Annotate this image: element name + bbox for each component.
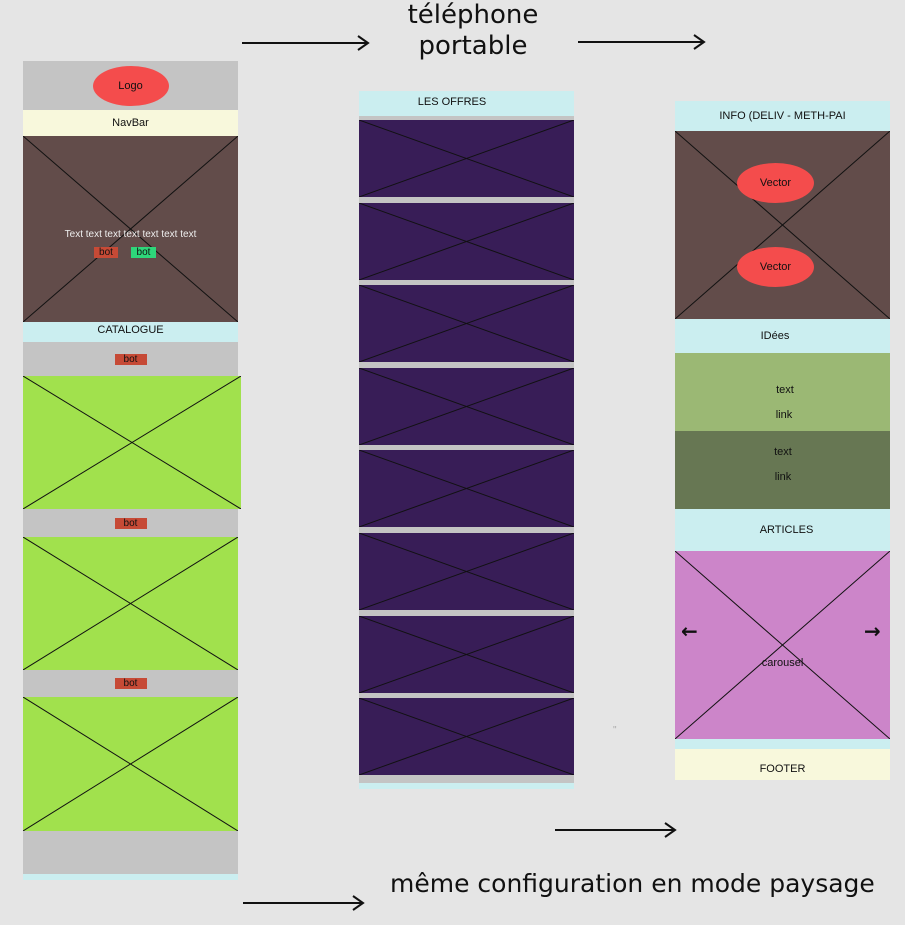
section-button-3[interactable]: bot (114, 678, 147, 689)
vector-pill-2[interactable]: Vector (737, 247, 814, 287)
idees-heading: IDées (675, 319, 890, 353)
carousel-next-arrow-icon[interactable]: → (864, 619, 881, 643)
product-image-placeholder-3 (23, 697, 238, 831)
column-info-wireframe: INFO (DELIV - METH-PAI Vector Vector IDé… (675, 101, 890, 780)
placeholder-cross-icon (359, 120, 574, 197)
landscape-note: même configuration en mode paysage (390, 869, 875, 898)
arrow-right-icon (578, 34, 706, 50)
placeholder-cross-icon (23, 537, 238, 670)
offer-card-placeholder[interactable] (359, 203, 574, 280)
title-line2: portable (418, 31, 528, 61)
carousel[interactable]: carousel ← → (675, 551, 890, 739)
carousel-bottom-strip (675, 739, 890, 749)
column-home-wireframe: Logo NavBar Text text text text text tex… (23, 61, 241, 880)
vector-label-2: Vector (759, 261, 792, 273)
hero-button-1[interactable]: bot (94, 247, 118, 258)
hero-button-2[interactable]: bot (131, 247, 156, 258)
offers-label: LES OFFRES (417, 96, 487, 108)
title-line1: téléphone (407, 0, 539, 30)
placeholder-cross-icon (359, 285, 574, 362)
offer-card-placeholder[interactable] (359, 368, 574, 445)
section-bar-1: bot (23, 342, 238, 376)
idees-label: IDées (760, 330, 790, 342)
placeholder-cross-icon (359, 698, 574, 775)
offer-card-placeholder[interactable] (359, 450, 574, 527)
arrow-right-icon (243, 895, 365, 911)
stray-quote-mark: " (613, 725, 617, 736)
articles-label: ARTICLES (759, 524, 814, 536)
section-button-1[interactable]: bot (114, 353, 147, 365)
placeholder-cross-icon (23, 376, 241, 509)
navbar-label: NavBar (112, 117, 149, 129)
logo-label: Logo (118, 79, 143, 92)
arrow-right-icon (242, 35, 370, 51)
offer-card-placeholder[interactable] (359, 285, 574, 362)
title-telephone-portable: téléphone portable (380, 0, 566, 62)
vector-label-1: Vector (759, 177, 792, 189)
offer-card-placeholder[interactable] (359, 120, 574, 197)
catalogue-heading: CATALOGUE (23, 322, 238, 342)
idea-text-1: text (776, 384, 794, 396)
placeholder-cross-icon (359, 616, 574, 693)
offer-card-placeholder[interactable] (359, 698, 574, 775)
placeholder-cross-icon (359, 533, 574, 610)
placeholder-cross-icon (23, 697, 238, 831)
catalogue-label: CATALOGUE (97, 324, 164, 336)
bottom-gray-band (23, 831, 238, 874)
idea-link-1[interactable]: link (775, 409, 793, 421)
navbar[interactable]: NavBar (23, 110, 238, 136)
placeholder-cross-icon (23, 136, 238, 322)
info-image-placeholder: Vector Vector (675, 131, 890, 319)
hero-text: Text text text text text text text (64, 229, 197, 240)
placeholder-cross-icon (359, 368, 574, 445)
vector-pill-1[interactable]: Vector (737, 163, 814, 203)
carousel-prev-arrow-icon[interactable]: ← (681, 619, 698, 643)
footer-block: FOOTER (675, 749, 890, 780)
placeholder-cross-icon (675, 131, 890, 319)
logo-pill[interactable]: Logo (92, 65, 169, 106)
offer-card-placeholder[interactable] (359, 533, 574, 610)
info-label: INFO (DELIV - METH-PAI (719, 110, 846, 122)
offers-heading: LES OFFRES (359, 91, 574, 116)
column-offers-wireframe: LES OFFRES (359, 91, 574, 789)
bottom-cyan-strip (23, 874, 238, 880)
placeholder-cross-icon (675, 551, 890, 739)
section-button-2[interactable]: bot (114, 517, 147, 529)
idea-link-2[interactable]: link (774, 471, 792, 483)
section-bar-2: bot (23, 509, 238, 537)
product-image-placeholder-1 (23, 376, 241, 509)
offer-card-placeholder[interactable] (359, 616, 574, 693)
hero-image-placeholder: Text text text text text text text bot b… (23, 136, 238, 322)
carousel-label: carousel (761, 657, 804, 669)
articles-heading: ARTICLES (675, 509, 890, 551)
arrow-right-icon (555, 822, 677, 838)
placeholder-cross-icon (359, 450, 574, 527)
footer-label: FOOTER (759, 762, 806, 775)
offers-bottom-strip (359, 783, 574, 789)
section-bar-3: bot (23, 670, 238, 697)
logo-band: Logo (23, 61, 238, 110)
placeholder-cross-icon (359, 203, 574, 280)
idea-block-2: text link (675, 431, 890, 509)
product-image-placeholder-2 (23, 537, 238, 670)
idea-text-2: text (774, 446, 792, 458)
idea-block-1: text link (675, 353, 890, 431)
info-heading: INFO (DELIV - METH-PAI (675, 101, 890, 131)
